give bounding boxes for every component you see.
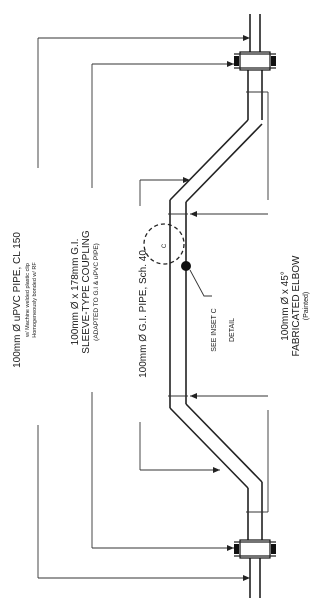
bottom-coupling-bolt-right — [271, 544, 276, 554]
upvc-label-line3: Homogeneously bonded w/ RF — [32, 262, 38, 338]
inset-bubble-letter: C — [162, 243, 168, 248]
pipe-lower-diagonal-inner — [185, 403, 263, 483]
top-coupling-bolt-right — [271, 56, 276, 66]
inset-label-line2: DETAIL — [229, 318, 236, 342]
sleeve-arrow-bottom — [227, 545, 234, 551]
elbow-label: 100mm Ø x 45° FABRICATED ELBOW (Painted) — [280, 255, 310, 357]
sleeve-label-line1: 100mm Ø x 178mm G.I. — [70, 239, 81, 346]
top-coupling-body — [239, 51, 271, 71]
elbow-label-line2: FABRICATED ELBOW — [291, 255, 302, 357]
bottom-coupling-bolt-left — [234, 544, 239, 554]
bottom-sleeve-coupling — [234, 539, 276, 559]
pipe-lower-diagonal-outer — [169, 407, 249, 489]
pipe-upper-diagonal-inner — [185, 123, 263, 203]
elbow-weld-marks — [168, 91, 264, 513]
sleeve-label-line3: (ADAPTED TO G.I & uPVC PIPE) — [93, 243, 100, 341]
upvc-arrow-bottom — [243, 575, 250, 581]
sleeve-leaders — [91, 61, 234, 551]
inset-label-line1: SEE INSET C — [211, 308, 218, 351]
top-sleeve-coupling — [234, 51, 276, 71]
elbow-leaders — [190, 91, 269, 513]
pipe-upper-diagonal-outer — [169, 119, 249, 201]
sleeve-arrow-top — [227, 61, 234, 67]
inset-c-callout — [143, 223, 212, 297]
upvc-label-line1: 100mm Ø uPVC PIPE, CL 150 — [12, 232, 23, 368]
inset-c-dot — [181, 261, 191, 271]
bottom-coupling-body — [239, 539, 271, 559]
upvc-arrow-top — [243, 35, 250, 41]
sleeve-coupling-label: 100mm Ø x 178mm G.I. SLEEVE-TYPE COUPLIN… — [70, 230, 100, 354]
elbow-arrow-upper — [190, 211, 197, 217]
upvc-leaders — [37, 35, 250, 581]
sleeve-label-line2: SLEEVE-TYPE COUPLING — [81, 230, 92, 354]
inset-bubble-label: C — [162, 243, 168, 248]
gi-arrow-bottom — [213, 467, 220, 473]
pipe-run — [169, 14, 263, 598]
elbow-label-line1: 100mm Ø x 45° — [280, 271, 291, 341]
gi-pipe-leaders — [139, 177, 220, 473]
top-coupling-bolt-left — [234, 56, 239, 66]
inset-c-leader — [189, 269, 212, 297]
elbow-arrow-lower — [190, 393, 197, 399]
inset-label: SEE INSET C DETAIL — [211, 308, 236, 351]
upvc-pipe-label: 100mm Ø uPVC PIPE, CL 150 w/ Machine wel… — [12, 232, 38, 368]
upvc-label-line2: w/ Machine welded plastic clip — [25, 263, 31, 338]
gi-label-line1: 100mm Ø G.I. PIPE, Sch. 40 — [138, 250, 149, 378]
gi-arrow-top — [183, 177, 190, 183]
gi-pipe-label: 100mm Ø G.I. PIPE, Sch. 40 — [138, 250, 149, 378]
elbow-label-line3: (Painted) — [303, 292, 310, 320]
inset-c-circle — [143, 223, 185, 265]
